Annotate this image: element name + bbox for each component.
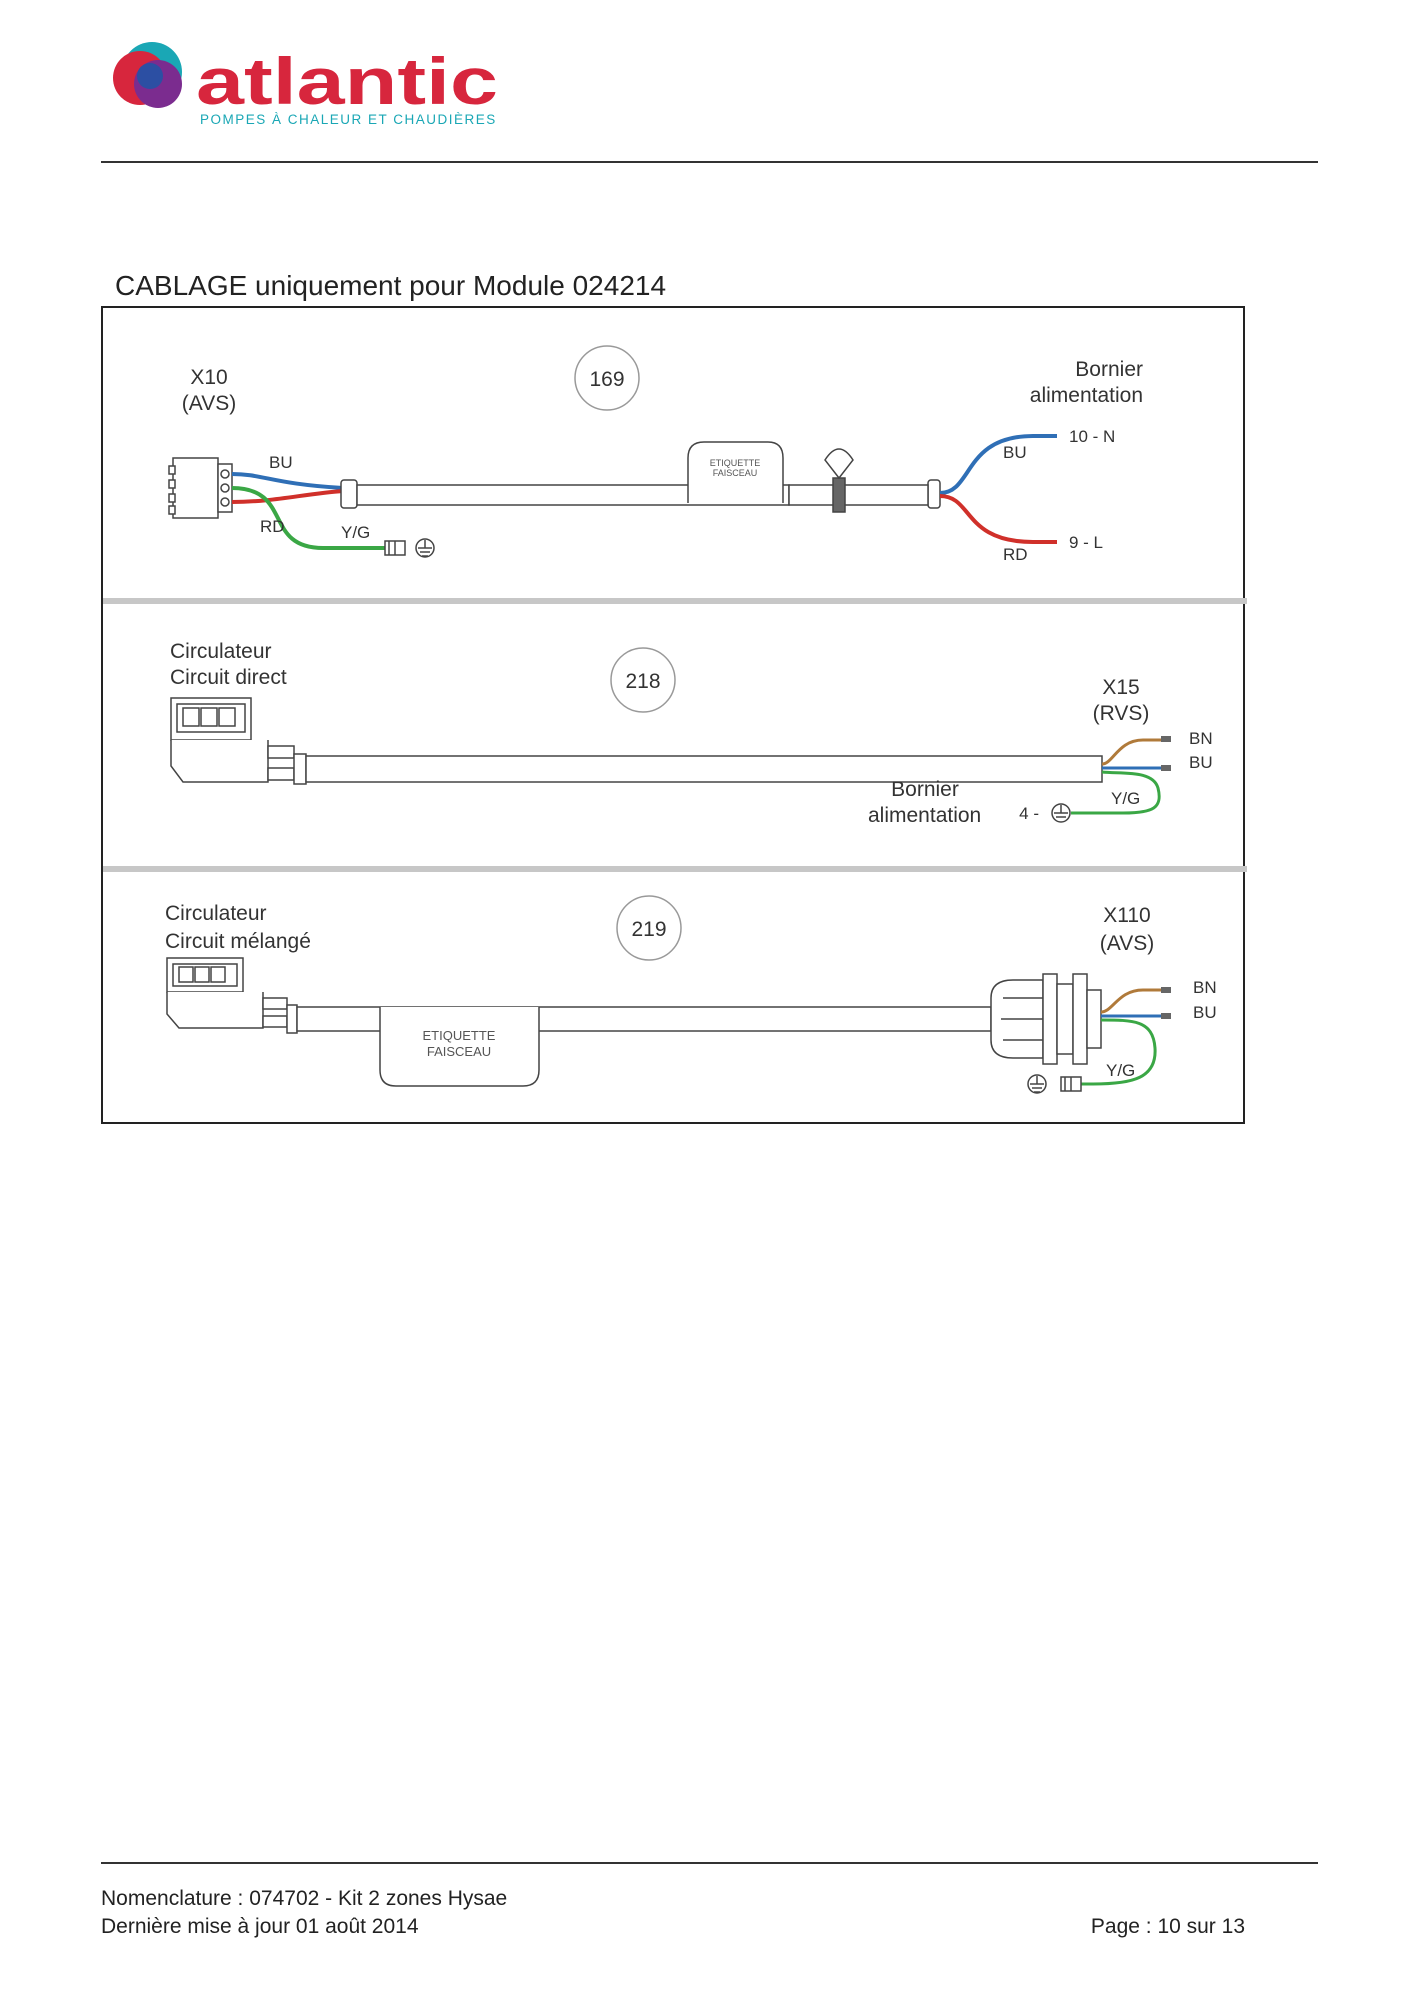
wire-label: Y/G — [1106, 1061, 1135, 1080]
wiring-diagram-frame: 169 X10 (AVS) Bornier alimentation BU RD… — [101, 306, 1247, 1124]
footer-page-number: Page : 10 sur 13 — [1090, 1915, 1245, 1938]
wire-label: BU — [1193, 1003, 1217, 1022]
wire-yg — [1081, 1018, 1157, 1086]
pump-label: Circulateur — [165, 902, 267, 925]
wire-bu — [231, 472, 344, 490]
footer-rule — [101, 1862, 1318, 1864]
cable-218 — [293, 753, 1103, 785]
wire-yg — [1071, 770, 1161, 815]
wire-label: BU — [1189, 753, 1213, 772]
wire-label: BN — [1189, 729, 1213, 748]
terminal-label: 10 - N — [1069, 427, 1115, 446]
atlantic-logo: atlantic POMPES À CHALEUR ET CHAUDIÈRES — [113, 42, 498, 127]
svg-text:FAISCEAU: FAISCEAU — [427, 1044, 491, 1059]
wire-rd — [231, 489, 344, 504]
earth-lug-icon — [384, 540, 406, 556]
connector-label: (AVS) — [1100, 932, 1154, 955]
cable-169 — [340, 479, 941, 509]
earth-symbol-icon — [415, 538, 435, 558]
sleeve-label-icon: ETIQUETTE FAISCEAU — [379, 1007, 540, 1087]
earth-symbol-icon — [1051, 803, 1071, 823]
wire-tip — [1161, 765, 1171, 771]
pump-label: Circuit direct — [170, 666, 287, 689]
svg-text:ETIQUETTE: ETIQUETTE — [423, 1028, 496, 1043]
ref-badge — [616, 895, 682, 961]
wire-label: Y/G — [1111, 789, 1140, 808]
x10-connector-icon — [168, 457, 233, 519]
wire-bn — [1101, 738, 1163, 766]
wire-label: RD — [260, 517, 285, 536]
connector-label: (AVS) — [182, 392, 236, 415]
wire-label: RD — [1003, 545, 1028, 564]
wire-rd — [939, 494, 1057, 544]
wire-bn — [1100, 988, 1163, 1014]
svg-text:FAISCEAU: FAISCEAU — [713, 468, 758, 478]
panel-219: 219 Circulateur Circuit mélangé X110 (AV… — [165, 895, 1217, 1094]
sleeve-label-icon: ETIQUETTE FAISCEAU — [687, 441, 784, 503]
pump-connector-icon — [166, 957, 288, 1029]
ref-number: 169 — [589, 368, 624, 391]
connector-label: X15 — [1102, 676, 1139, 699]
connector-label: X110 — [1103, 904, 1151, 927]
wire-tip — [1161, 736, 1171, 742]
panel-divider — [103, 598, 1247, 604]
wire-label: BU — [269, 453, 293, 472]
connector-label: X10 — [190, 366, 227, 389]
earth-symbol-icon — [1027, 1074, 1047, 1094]
wire-tip — [1161, 987, 1171, 993]
wire-bu — [939, 434, 1057, 495]
connector-label: (RVS) — [1093, 702, 1150, 725]
ref-badge — [610, 647, 676, 713]
pump-label: Circulateur — [170, 640, 272, 663]
footer-last-update: Dernière mise à jour 01 août 2014 — [101, 1915, 419, 1938]
wire-yg — [231, 486, 385, 550]
logo-tagline: POMPES À CHALEUR ET CHAUDIÈRES — [200, 112, 497, 127]
section-title: CABLAGE uniquement pour Module 024214 — [115, 270, 667, 301]
wire-label: BN — [1193, 978, 1217, 997]
panel-218: 218 Circulateur Circuit direct X15 (RVS)… — [170, 640, 1213, 827]
cable-gland-icon — [990, 973, 1102, 1065]
ref-badge — [574, 345, 640, 411]
ref-number: 218 — [625, 670, 660, 693]
pump-label: Circuit mélangé — [165, 930, 311, 953]
pump-connector-icon — [170, 697, 295, 783]
footer-nomenclature: Nomenclature : 074702 - Kit 2 zones Hysa… — [101, 1887, 508, 1910]
svg-text:ETIQUETTE: ETIQUETTE — [710, 458, 761, 468]
wire-label: Y/G — [341, 523, 370, 542]
wire-label: BU — [1003, 443, 1027, 462]
wire-tip — [1161, 1013, 1171, 1019]
terminal-block-label: alimentation — [868, 804, 981, 827]
earth-lug-icon — [1060, 1076, 1082, 1092]
logo-wordmark: atlantic — [196, 44, 498, 118]
panel-divider — [103, 866, 1247, 872]
cable-tie-icon — [824, 448, 854, 513]
terminal-label: 9 - L — [1069, 533, 1103, 552]
header-rule — [101, 161, 1318, 163]
logo-mark-icon — [113, 42, 182, 108]
wiring-diagram: 169 X10 (AVS) Bornier alimentation BU RD… — [103, 345, 1247, 1094]
ref-number: 219 — [631, 918, 666, 941]
terminal-block-label: alimentation — [1030, 384, 1143, 407]
panel-169: 169 X10 (AVS) Bornier alimentation BU RD… — [168, 345, 1143, 564]
terminal-label: 4 - — [1019, 804, 1039, 823]
terminal-block-label: Bornier — [1075, 358, 1143, 381]
terminal-block-label: Bornier — [891, 778, 959, 801]
